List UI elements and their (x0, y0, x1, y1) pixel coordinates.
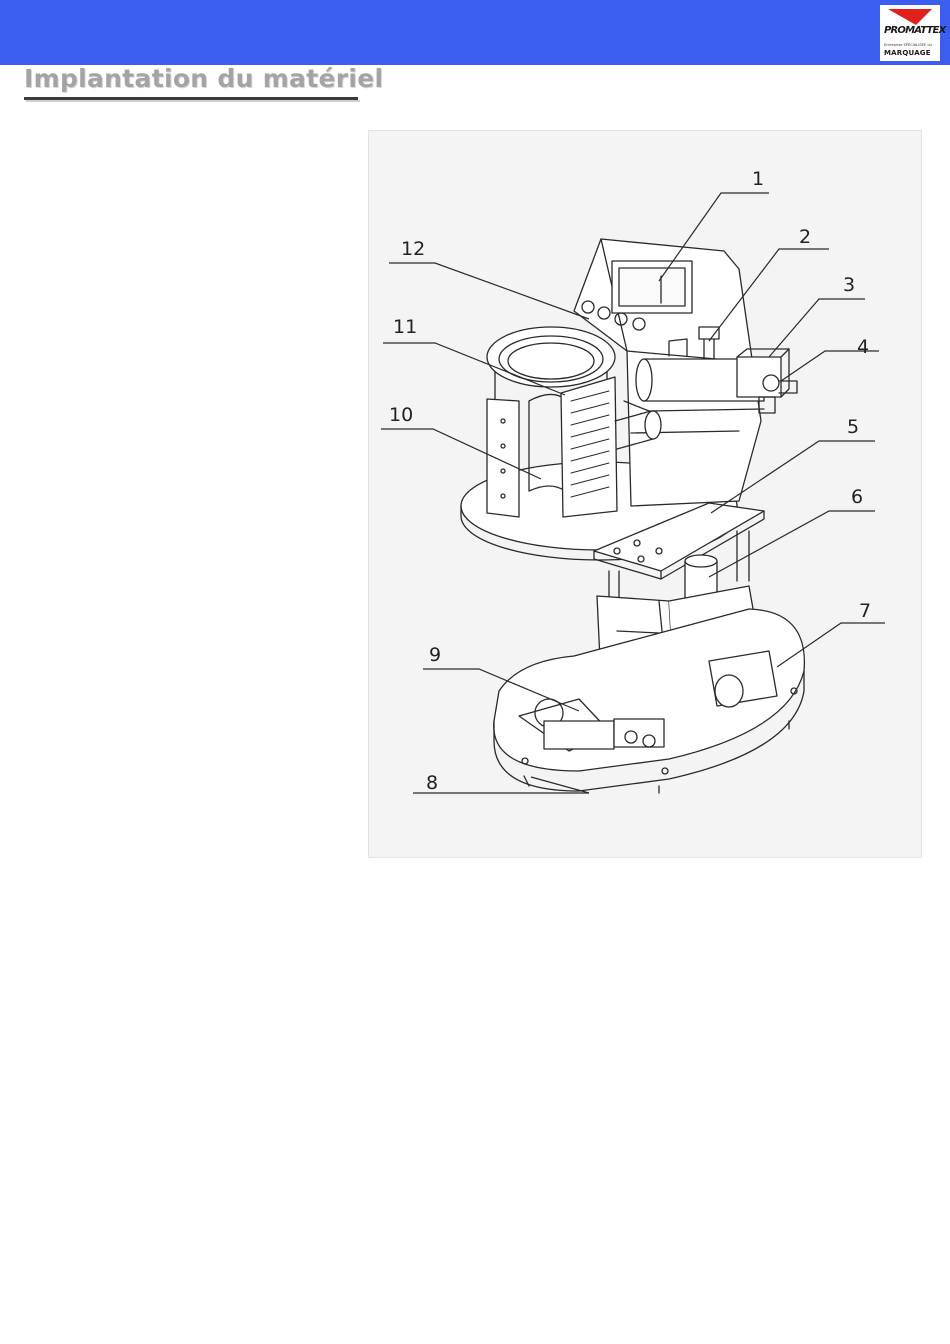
title-underline-shadow (26, 100, 360, 102)
company-logo: PROMATTEX Entreprise SPÉCIALISÉE du MARQ… (880, 5, 940, 61)
callout-8: 8 (426, 772, 438, 794)
header-bar: PROMATTEX Entreprise SPÉCIALISÉE du MARQ… (0, 0, 950, 65)
callout-2: 2 (799, 226, 811, 248)
callout-12: 12 (401, 238, 425, 260)
logo-flag-icon (886, 7, 934, 27)
logo-word: MARQUAGE (884, 49, 938, 57)
page-title: Implantation du matériel (24, 64, 383, 93)
logo-tagline: Entreprise SPÉCIALISÉE du (884, 43, 938, 47)
callout-3: 3 (843, 274, 855, 296)
callout-5: 5 (847, 416, 859, 438)
callout-6: 6 (851, 486, 863, 508)
callout-11: 11 (393, 316, 417, 338)
callout-10: 10 (389, 404, 413, 426)
title-underline (24, 97, 358, 100)
callout-7: 7 (859, 600, 871, 622)
bottom-base (494, 609, 805, 793)
logo-brand: PROMATTEX (884, 25, 938, 36)
equipment-diagram: 1 2 3 4 5 6 7 8 9 10 11 12 (368, 130, 922, 858)
callout-1: 1 (752, 168, 764, 190)
callout-4: 4 (857, 336, 869, 358)
mug-press-drawing: 1 2 3 4 5 6 7 8 9 10 11 12 (369, 131, 921, 857)
callout-9: 9 (429, 644, 441, 666)
